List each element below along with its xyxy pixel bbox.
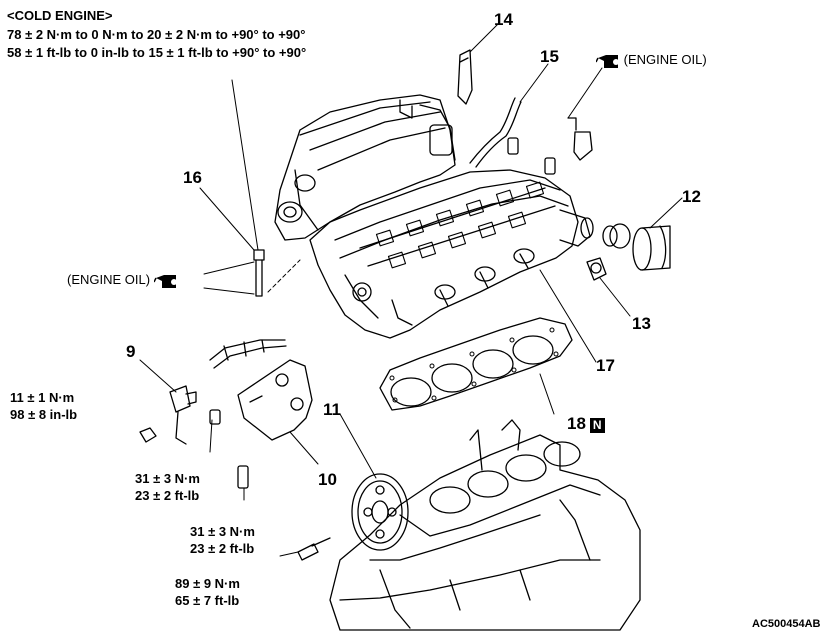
bolt-block bbox=[297, 537, 331, 561]
thermostat-13 bbox=[586, 223, 631, 281]
cold-engine-imperial: 58 ± 1 ft-lb to 0 in-lb to 15 ± 1 ft-lb … bbox=[7, 45, 307, 60]
engine-oil-note-top: (ENGINE OIL) bbox=[596, 51, 707, 70]
sensor-9 bbox=[139, 385, 197, 445]
torque-sensor-metric: 11 ± 1 N·m bbox=[10, 390, 75, 405]
callout-10: 10 bbox=[318, 470, 337, 489]
head-bolt-16 bbox=[253, 249, 265, 297]
callout-15: 15 bbox=[540, 47, 559, 66]
cylinder-block bbox=[329, 419, 641, 631]
head-gasket-18 bbox=[379, 317, 573, 411]
pulley-11 bbox=[351, 473, 409, 551]
torque-bracket-b-imperial: 23 ± 2 ft-lb bbox=[190, 541, 255, 556]
torque-bracket-a-imperial: 23 ± 2 ft-lb bbox=[135, 488, 200, 503]
bracket-10 bbox=[209, 359, 313, 489]
oil-can-icon bbox=[153, 274, 177, 288]
bracket-14 bbox=[457, 49, 473, 105]
callout-9: 9 bbox=[126, 342, 136, 361]
pipe-15 bbox=[469, 97, 522, 168]
oil-can-icon bbox=[596, 54, 619, 68]
callout-11: 11 bbox=[323, 400, 341, 419]
torque-block-bolt-metric: 89 ± 9 N·m bbox=[175, 576, 240, 591]
torque-bracket-b-metric: 31 ± 3 N·m bbox=[190, 524, 255, 539]
callout-17: 17 bbox=[596, 356, 615, 375]
water-hose-12 bbox=[632, 225, 671, 271]
cylinder-head bbox=[274, 94, 594, 339]
engine-oil-label-left: (ENGINE OIL) bbox=[67, 272, 151, 287]
engine-oil-label-top: (ENGINE OIL) bbox=[623, 52, 707, 67]
cold-engine-title: <COLD ENGINE> bbox=[7, 8, 113, 23]
callout-13: 13 bbox=[632, 314, 651, 333]
callout-14: 14 bbox=[494, 10, 513, 29]
cold-engine-metric: 78 ± 2 N·m to 0 N·m to 20 ± 2 N·m to +90… bbox=[7, 27, 306, 42]
callout-12: 12 bbox=[682, 187, 701, 206]
wire-harness bbox=[209, 339, 287, 369]
torque-sensor-imperial: 98 ± 8 in-lb bbox=[10, 407, 78, 422]
torque-block-bolt-imperial: 65 ± 7 ft-lb bbox=[175, 593, 240, 608]
torque-bracket-a-metric: 31 ± 3 N·m bbox=[135, 471, 200, 486]
leader-lines bbox=[139, 23, 683, 557]
engine-oil-note-left: (ENGINE OIL) bbox=[67, 271, 178, 290]
new-part-badge: N bbox=[589, 418, 605, 433]
callout-18-number: 18 bbox=[567, 414, 586, 433]
oil-clip bbox=[544, 117, 593, 175]
callout-16: 16 bbox=[183, 168, 202, 187]
figure-code: AC500454AB bbox=[752, 618, 821, 630]
